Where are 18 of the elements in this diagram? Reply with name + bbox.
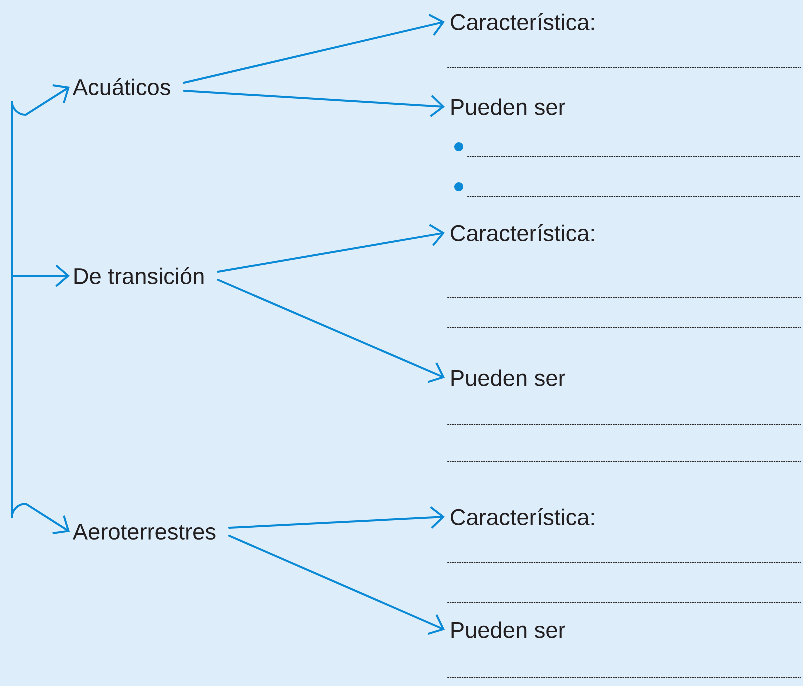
arrow — [228, 506, 445, 529]
arrow — [183, 90, 445, 118]
arrow — [11, 275, 70, 534]
arrow — [183, 14, 445, 84]
concept-label: Aeroterrestres — [72, 524, 216, 540]
concept-label: Característica: — [451, 224, 594, 242]
arrow — [11, 264, 70, 288]
concept-label: Característica: — [451, 508, 594, 526]
arrow — [228, 535, 445, 636]
concept-label: De transición — [74, 268, 204, 284]
concept-label: Acuáticos — [72, 78, 170, 96]
arrow — [217, 279, 445, 384]
arrow — [11, 84, 70, 277]
concept-label: Pueden ser — [452, 98, 566, 116]
concept-label: Pueden ser — [452, 622, 566, 638]
concept-label: Pueden ser — [452, 370, 566, 386]
arrow — [217, 224, 445, 273]
concept-label: Característica: — [451, 14, 594, 30]
